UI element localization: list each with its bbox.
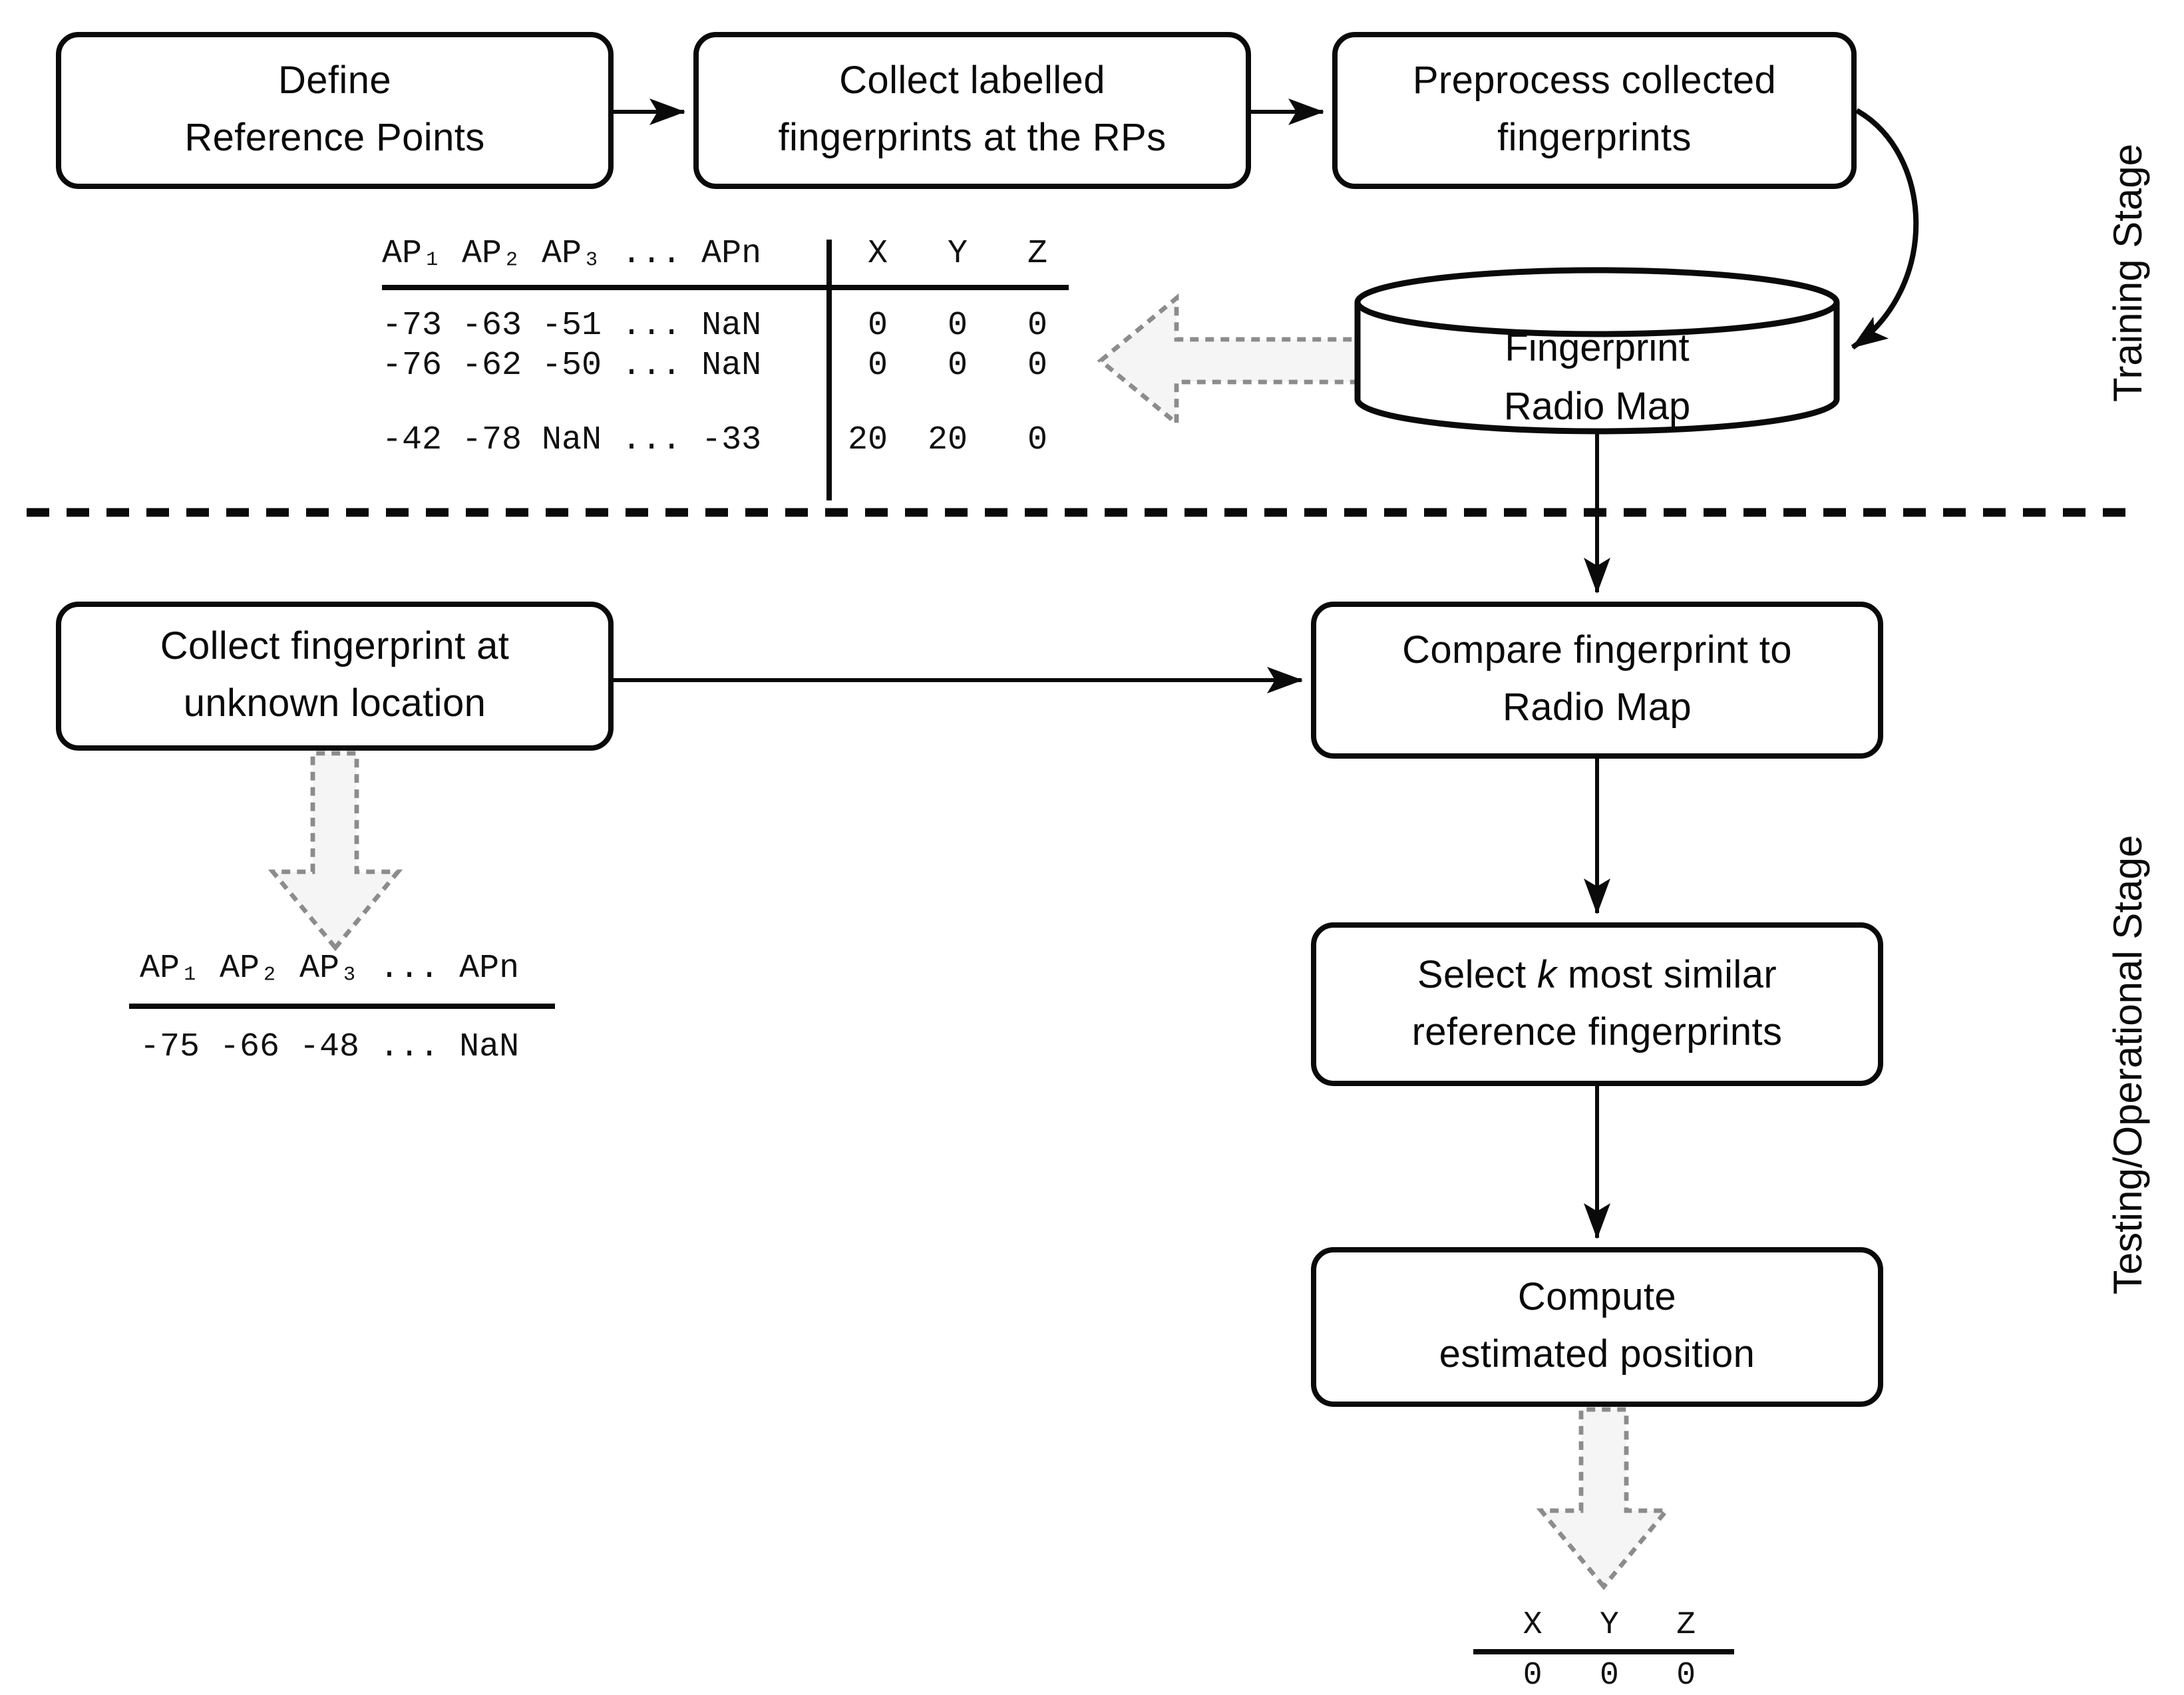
select-label-k: k bbox=[1537, 954, 1557, 996]
row-rss: -73 -63 -51 ... NaN bbox=[382, 306, 762, 345]
training-stage-label: Training Stage bbox=[2107, 143, 2151, 403]
box-label: Collect labelled bbox=[839, 60, 1105, 102]
box-label: fingerprints at the RPs bbox=[778, 117, 1167, 160]
box-label: fingerprints bbox=[1497, 117, 1692, 160]
row-rss: -76 -62 -50 ... NaN bbox=[382, 346, 762, 385]
table-header-row: AP₁ AP₂ AP₃ ... APn X Y Z bbox=[382, 234, 1087, 274]
row-xyz: 0 0 0 bbox=[848, 346, 1048, 385]
radiomap-export-arrow bbox=[1097, 293, 1363, 429]
table-rule bbox=[382, 285, 1069, 290]
select-k-similar-box: Select k most similar reference fingerpr… bbox=[1311, 922, 1883, 1086]
collect-labelled-fingerprints-box: Collect labelled fingerprints at the RPs bbox=[693, 32, 1251, 189]
box-label: Preprocess collected bbox=[1412, 60, 1777, 102]
table-row: -76 -62 -50 ... NaN 0 0 0 bbox=[382, 346, 1087, 386]
box-label: Radio Map bbox=[1502, 687, 1692, 729]
test-fingerprint-table: AP₁ AP₂ AP₃ ... APn -75 -66 -48 ... NaN bbox=[129, 949, 555, 1067]
table-row: -73 -63 -51 ... NaN 0 0 0 bbox=[382, 306, 1087, 346]
row-rss: -42 -78 NaN ... -33 bbox=[382, 421, 762, 459]
database-icon bbox=[1354, 267, 1840, 435]
row-xyz: 0 0 0 bbox=[1504, 1658, 1696, 1694]
arrow-preprocess-to-radiomap bbox=[1851, 108, 1919, 350]
define-reference-points-box: Define Reference Points bbox=[56, 32, 614, 189]
radio-map-table: AP₁ AP₂ AP₃ ... APn X Y Z -73 -63 -51 ..… bbox=[382, 234, 1087, 500]
table-gap bbox=[382, 386, 1087, 421]
table-row: -42 -78 NaN ... -33 20 20 0 bbox=[382, 421, 1087, 461]
preprocess-fingerprints-box: Preprocess collected fingerprints bbox=[1332, 32, 1857, 189]
select-label-pre: Select bbox=[1417, 954, 1537, 996]
compare-fingerprint-box: Compare fingerprint to Radio Map bbox=[1311, 602, 1883, 759]
fingerprint-radio-map-label: Fingerprint Radio Map bbox=[1358, 319, 1837, 437]
db-label-line1: Fingerprint bbox=[1505, 327, 1690, 370]
box-label: estimated position bbox=[1439, 1334, 1755, 1376]
row-xyz: 0 0 0 bbox=[848, 306, 1048, 345]
box-label: reference fingerprints bbox=[1411, 1011, 1783, 1053]
box-label: Compare fingerprint to bbox=[1402, 630, 1792, 672]
table-rule bbox=[1473, 1649, 1734, 1654]
row-xyz: 20 20 0 bbox=[848, 421, 1048, 459]
db-label-line2: Radio Map bbox=[1503, 386, 1691, 429]
table-header-xyz: X Y Z bbox=[848, 234, 1048, 273]
collect-fingerprint-unknown-box: Collect fingerprint at unknown location bbox=[56, 602, 614, 751]
select-label-post: most similar bbox=[1556, 954, 1777, 996]
estimated-position-arrow bbox=[1536, 1407, 1672, 1591]
table-header-xyz: X Y Z bbox=[1504, 1608, 1696, 1644]
table-header-aps: AP₁ AP₂ AP₃ ... APn bbox=[140, 949, 520, 988]
testing-stage-label: Testing/Operational Stage bbox=[2107, 835, 2151, 1295]
compute-estimated-position-box: Compute estimated position bbox=[1311, 1247, 1883, 1407]
table-rule bbox=[129, 1004, 555, 1009]
row-rss: -75 -66 -48 ... NaN bbox=[140, 1028, 520, 1066]
box-label: Reference Points bbox=[184, 117, 485, 160]
table-header-aps: AP₁ AP₂ AP₃ ... APn bbox=[382, 234, 762, 273]
collected-fingerprint-arrow bbox=[268, 751, 403, 952]
box-label: Select k most similar bbox=[1417, 947, 1777, 1004]
table-column-divider bbox=[826, 240, 832, 500]
box-label: unknown location bbox=[183, 683, 486, 725]
box-label: Collect fingerprint at bbox=[160, 626, 510, 668]
box-label: Define bbox=[277, 60, 392, 102]
estimated-position-table: X Y Z 0 0 0 bbox=[1473, 1608, 1734, 1695]
box-label: Compute bbox=[1517, 1276, 1677, 1319]
